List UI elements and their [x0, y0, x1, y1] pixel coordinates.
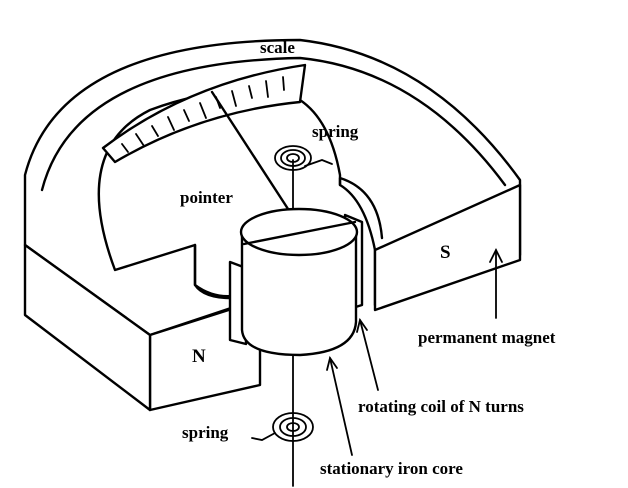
scale-tick — [282, 76, 285, 91]
label-pointer: pointer — [180, 188, 233, 207]
scale-tick — [231, 90, 237, 107]
scale-tick — [183, 109, 190, 122]
label-pole-s: S — [440, 242, 451, 263]
bottom-spring — [251, 354, 314, 487]
scale-tick — [121, 143, 129, 153]
south-pole-front-face — [373, 183, 522, 312]
scale-tick — [199, 102, 207, 119]
bottom-spring-coil — [286, 422, 300, 432]
permanent-magnet — [23, 38, 522, 412]
leader-lines — [326, 247, 503, 456]
scale-tick — [135, 133, 145, 147]
label-scale: scale — [260, 38, 295, 57]
top-spring-coil — [274, 145, 312, 171]
label-spring-top: spring — [312, 122, 359, 141]
scale-tick — [167, 116, 175, 131]
scale-ticks — [121, 76, 285, 153]
label-rotating-coil: rotating coil of N turns — [358, 397, 524, 416]
scale-tick — [265, 80, 269, 98]
leader-iron-core-arrow — [326, 355, 338, 371]
top-spring-coil — [280, 149, 306, 167]
label-permanent-magnet: permanent magnet — [418, 328, 556, 347]
label-iron-core: stationary iron core — [320, 459, 463, 478]
iron-core — [239, 207, 359, 357]
label-pole-n: N — [192, 346, 206, 367]
scale — [101, 63, 307, 164]
iron-core-body — [240, 226, 358, 357]
leader-rotating-coil — [359, 319, 379, 391]
south-pole-cutout — [338, 176, 384, 240]
bottom-spring-coil — [279, 417, 307, 437]
leader-rotating-coil-arrow — [356, 317, 368, 333]
label-spring-bottom: spring — [182, 423, 229, 442]
magnet-left-side-face — [23, 243, 152, 412]
iron-core-top-diameter — [242, 220, 357, 246]
magnet-rim-line — [40, 56, 507, 192]
leader-iron-core — [329, 357, 353, 456]
scale-tick — [248, 85, 253, 99]
pointer-needle — [210, 90, 292, 214]
top-spring — [274, 145, 333, 213]
bottom-spring-tail — [251, 432, 276, 441]
bottom-spring-coil — [272, 412, 314, 442]
scale-tick — [151, 125, 159, 137]
top-spring-tail — [304, 159, 333, 167]
top-spring-coil — [286, 153, 300, 163]
leader-permanent-magnet-arrow — [489, 247, 503, 263]
